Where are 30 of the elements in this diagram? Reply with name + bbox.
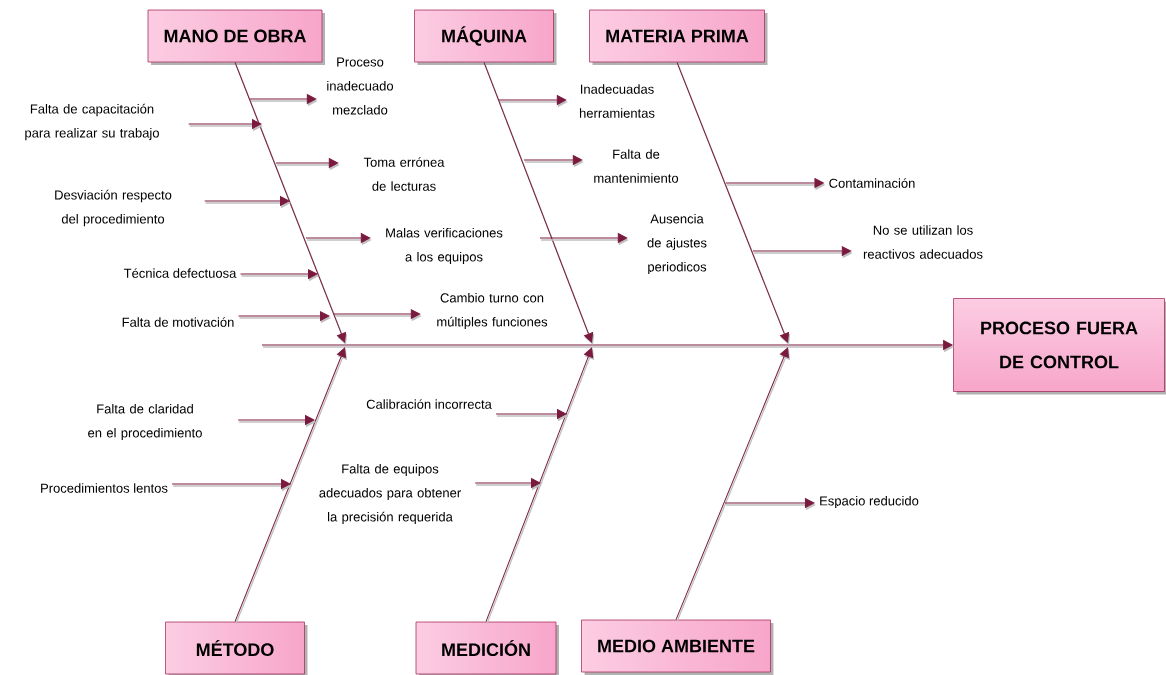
cause-label: Cambio turno con múltiples funciones [437,292,548,330]
category-box: MEDICIÓN [415,621,559,675]
cause-label: Falta de claridad en el procedimiento [88,403,202,441]
category-box: MÉTODO [165,621,308,675]
category-box: MATERIA PRIMA [589,9,768,65]
cause-label: Espacio reducido [820,495,919,509]
effect-box: PROCESO FUERA DE CONTROL [953,298,1166,395]
cause-label: Proceso inadecuado mezclado [327,57,394,115]
category-box: MANO DE OBRA [147,9,325,65]
cause-label: Desviación respecto del procedimiento [55,189,172,227]
bone-arrow [234,61,348,345]
cause-label: Calibración incorrecta [366,399,492,409]
cause-label: Malas verificaciones a los equipos [386,227,503,265]
bone-arrow [485,347,595,625]
bone-arrow [675,347,790,623]
cause-label: Ausencia de ajustes periodicos [647,213,707,275]
category-box: MEDIO AMBIENTE [581,619,774,675]
bone-arrow [676,61,791,345]
cause-label: Técnica defectuosa [123,268,237,278]
cause-label: Contaminación [829,178,915,188]
cause-label: Falta de motivación [122,317,234,327]
cause-label: Inadecuadas herramientas [579,84,655,118]
cause-label: Procedimientos lentos [41,483,168,493]
bone-arrow [483,61,595,345]
cause-label: Falta de mantenimiento [594,149,679,183]
cause-label: No se utilizan los reactivos adecuados [863,225,983,259]
cause-label: Toma errónea de lecturas [363,157,445,191]
category-box: MÁQUINA [414,9,557,65]
cause-label: Falta de equipos adecuados para obtener la precisión requerida [319,463,461,525]
cause-label: Falta de capacitación para realizar su trabajo [25,103,159,141]
